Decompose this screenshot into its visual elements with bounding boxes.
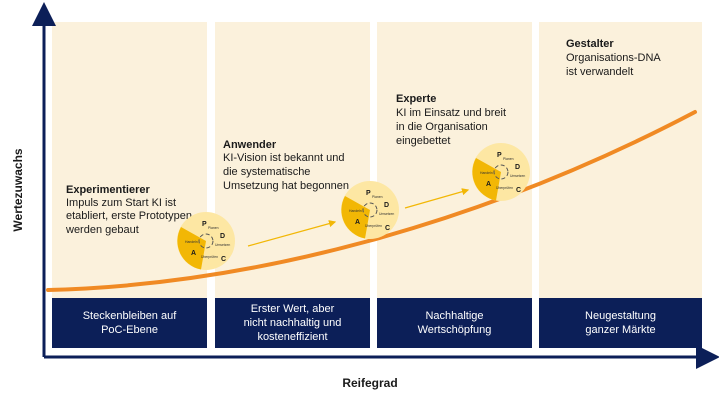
cycle-letter-p: P (366, 190, 371, 197)
cycle-letter-c: C (221, 256, 226, 263)
cycle-letter-p: P (202, 221, 207, 228)
cycle-letter-c: C (385, 225, 390, 232)
stage-title-1: Experimentierer (66, 184, 150, 196)
stage-desc-4b: ist verwandelt (566, 66, 633, 78)
outcome-text-3b: Wertschöpfung (418, 324, 492, 336)
outcome-text-2a: Erster Wert, aber (251, 303, 335, 315)
cycle-letter-c: C (516, 187, 521, 194)
arrow-icon (404, 188, 470, 209)
stage-texts: Experimentierer Impuls zum Start KI ist … (65, 38, 661, 236)
stage-title-2: Anwender (223, 139, 277, 151)
cycle-word-plan: Planen (208, 226, 219, 230)
pdca-cycle-icon: P D C A Planen Umsetzen Überprüfen Hande… (341, 181, 399, 239)
stage-desc-2b: die systematische (223, 166, 310, 178)
outcome-text-1a: Steckenbleiben auf (83, 310, 178, 322)
stage-desc-3c: eingebettet (396, 135, 450, 147)
stage-desc-3a: KI im Einsatz und breit (396, 107, 506, 119)
outcome-text-2b: nicht nachhaltig und (244, 317, 342, 329)
pdca-cycle-icon: P D C A Planen Umsetzen Überprüfen Hande… (177, 212, 235, 270)
cycle-letter-p: P (497, 152, 502, 159)
cycle-letter-a: A (355, 219, 360, 226)
stage-desc-1c: werden gebaut (65, 224, 139, 236)
outcome-box-4 (539, 298, 702, 348)
cycle-word-plan: Planen (372, 195, 383, 199)
arrow-icon (247, 220, 337, 247)
outcome-box-1 (52, 298, 207, 348)
outcome-text-3a: Nachhaltige (425, 310, 483, 322)
cycle-word-act: Handeln (349, 209, 362, 213)
stage-title-3: Experte (396, 93, 436, 105)
outcome-text-4a: Neugestaltung (585, 310, 656, 322)
cycle-word-act: Handeln (185, 240, 198, 244)
outcome-box-3 (377, 298, 532, 348)
stage-desc-2c: Umsetzung hat begonnen (223, 180, 349, 192)
stage-desc-3b: in die Organisation (396, 121, 488, 133)
outcome-text-4b: ganzer Märkte (585, 324, 655, 336)
outcome-box-2 (215, 298, 370, 348)
outcome-boxes: Steckenbleiben auf PoC-Ebene Erster Wert… (52, 298, 702, 348)
stage-desc-1a: Impuls zum Start KI ist (66, 197, 176, 209)
stage-title-4: Gestalter (566, 38, 614, 50)
panel-gestalter (539, 22, 702, 348)
x-axis-label: Reifegrad (342, 376, 397, 390)
stage-desc-2a: KI-Vision ist bekannt und (223, 152, 344, 164)
cycle-word-check: Überprüfen (201, 255, 218, 259)
cycle-letter-d: D (384, 202, 389, 209)
cycle-letter-a: A (486, 181, 491, 188)
cycle-word-do: Umsetzen (510, 174, 525, 178)
cycle-letter-d: D (515, 164, 520, 171)
cycle-word-act: Handeln (480, 171, 493, 175)
pdca-cycle-icon: P D C A Planen Umsetzen Überprüfen Hande… (472, 143, 530, 201)
value-growth-curve (46, 110, 697, 292)
cycle-word-check: Überprüfen (496, 186, 513, 190)
outcome-text-2c: kosteneffizient (257, 331, 327, 343)
panel-anwender (215, 22, 370, 348)
stage-desc-1b: etabliert, erste Prototypen (66, 210, 192, 222)
cycle-letter-a: A (191, 250, 196, 257)
panel-experimentierer (52, 22, 207, 348)
cycle-letter-d: D (220, 233, 225, 240)
stage-desc-4a: Organisations-DNA (566, 52, 661, 64)
y-axis-label: Wertezuwachs (11, 148, 25, 231)
cycle-word-do: Umsetzen (215, 243, 230, 247)
cycle-word-do: Umsetzen (379, 212, 394, 216)
transition-arrows (247, 188, 470, 247)
outcome-text-1b: PoC-Ebene (101, 324, 158, 336)
cycle-word-check: Überprüfen (365, 224, 382, 228)
cycle-word-plan: Planen (503, 157, 514, 161)
